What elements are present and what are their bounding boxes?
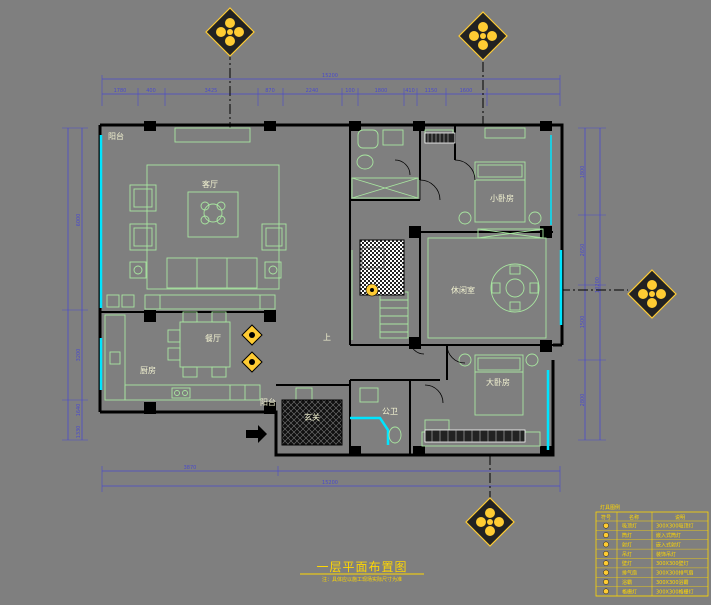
compass-icon <box>458 11 508 61</box>
dim-left-label: 6000 <box>76 214 82 227</box>
windows <box>99 135 563 450</box>
entrance-arrow-icon <box>246 425 267 443</box>
room-label-toilet: 公卫 <box>382 407 398 416</box>
dim-top-label: 1150 <box>425 88 438 94</box>
dimension-lines <box>62 75 606 492</box>
drawing-note: 注：具体应以施工现场实际尺寸为准 <box>322 576 402 583</box>
dim-bottom-label: 15200 <box>322 480 338 486</box>
dim-top-label: 400 <box>146 88 156 94</box>
wall-lamp-icon <box>241 324 263 346</box>
dim-top-label: 410 <box>405 88 415 94</box>
dim-top-label: 1780 <box>114 88 127 94</box>
dim-top-label: 100 <box>345 88 355 94</box>
dim-right-label: 1500 <box>580 316 586 329</box>
legend-row-desc: 300X300格栅灯 <box>656 588 694 595</box>
stair-lamp-icon <box>365 283 379 297</box>
dim-right-label: 1800 <box>580 166 586 179</box>
dim-top-label: 15200 <box>322 73 338 79</box>
room-label-kitchen: 厨房 <box>140 365 156 375</box>
legend-row-name: 射灯 <box>622 541 632 548</box>
wall-lamp-icon <box>241 351 263 373</box>
legend-row-name: 排气扇 <box>622 570 637 577</box>
legend-lamp-icon <box>603 579 609 585</box>
legend-lamp-icon <box>603 569 609 576</box>
legend-row-desc: 300X300浴霸 <box>656 579 689 586</box>
dim-left-label: 3200 <box>76 349 82 362</box>
furniture <box>104 127 547 447</box>
room-label-entrance: 玄关 <box>304 412 320 422</box>
room-label-balcony: 阳台 <box>108 131 124 141</box>
room-label-big-bedroom: 大卧房 <box>486 377 510 387</box>
dimension-labels: 15200 1780 400 3425 870 2240 100 1800 41… <box>76 73 601 486</box>
drawing-title: 一层平面布置图 <box>316 560 407 574</box>
compass-icon <box>205 7 255 57</box>
dim-top-label: 3425 <box>205 88 218 94</box>
dim-left-label: 1640 <box>76 404 82 417</box>
legend-lamp-icon <box>603 532 609 538</box>
legend-lamp-icon <box>603 522 609 529</box>
stair-up-label: 上 <box>323 333 331 342</box>
legend-lamp-icon <box>603 541 609 548</box>
axis-lines <box>229 50 628 500</box>
legend-lamp-icon <box>603 560 609 566</box>
room-label-living: 客厅 <box>202 179 218 189</box>
doors <box>394 159 476 404</box>
legend-row-name: 吸顶灯 <box>622 523 637 530</box>
dim-right-label: 2650 <box>580 244 586 257</box>
legend-row-desc: 嵌入式筒灯 <box>656 532 681 539</box>
legend-lamp-icon <box>603 551 609 557</box>
legend-header: 符号 <box>601 514 611 521</box>
dim-top-label: 870 <box>265 88 275 94</box>
dim-right-label: 10200 <box>595 277 601 293</box>
room-label-balcony: 阳台 <box>260 397 276 407</box>
legend-row-name: 筒灯 <box>622 532 632 539</box>
legend-lamp-icon <box>603 588 609 595</box>
legend-row-desc: 300X300排气扇 <box>656 570 694 577</box>
legend-row-desc: 300X300吸顶灯 <box>656 523 694 530</box>
legend-header: 说明 <box>675 514 685 521</box>
dim-left-label: 1330 <box>76 426 82 439</box>
room-label-small-bedroom: 小卧房 <box>490 193 514 203</box>
room-labels: 客厅 餐厅 厨房 小卧房 大卧房 休闲室 公卫 阳台 阳台 玄关 上 <box>108 131 514 422</box>
dim-top-label: 1600 <box>460 88 473 94</box>
legend-row-name: 壁灯 <box>622 560 632 567</box>
legend-row-desc: 嵌入式射灯 <box>656 541 681 548</box>
legend-row-desc: 300X300壁灯 <box>656 560 689 567</box>
legend-header: 名称 <box>629 514 639 521</box>
entrance-tile-floor <box>281 399 343 446</box>
dim-top-label: 1800 <box>375 88 388 94</box>
legend-row-name: 格栅灯 <box>622 588 637 595</box>
dim-bottom-label: 3870 <box>184 465 197 471</box>
dim-right-label: 2800 <box>580 394 586 407</box>
compass-icon <box>465 497 515 547</box>
legend-row-desc: 装饰吊灯 <box>656 551 676 558</box>
legend-title: 灯具图例 <box>600 504 620 511</box>
room-label-dining: 餐厅 <box>205 334 221 343</box>
dim-top-label: 2240 <box>306 88 319 94</box>
legend-row-name: 吊灯 <box>622 551 632 558</box>
room-label-leisure: 休闲室 <box>451 285 475 295</box>
compass-icon <box>627 269 677 319</box>
legend-row-name: 浴霸 <box>622 579 632 586</box>
